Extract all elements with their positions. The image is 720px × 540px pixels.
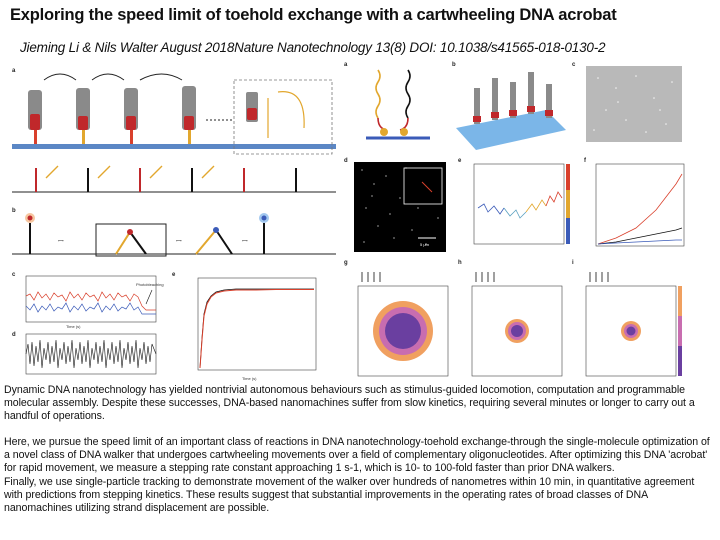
paragraph-3: Finally, we use single-particle tracking… — [4, 475, 695, 514]
zoom-inset-box — [233, 79, 333, 155]
panel-f-right-msd: f — [584, 158, 685, 247]
panel-letter-c-right: c — [572, 62, 576, 68]
paragraph-1: Dynamic DNA nanotechnology has yielded n… — [4, 384, 695, 423]
step-arrow-1 — [43, 73, 77, 81]
figure-svg: a — [12, 62, 685, 381]
panel-d-right-fluorescence: d 5 μm — [344, 158, 446, 252]
svg-text:⟷: ⟷ — [176, 238, 182, 243]
heatmap-strand-icons — [361, 272, 609, 282]
slide-title: Exploring the speed limit of toehold exc… — [10, 6, 617, 24]
citation: Jieming Li & Nils Walter August 2018Natu… — [20, 40, 606, 55]
walker-cluster-4 — [182, 86, 196, 144]
panel-b-right-surface: b — [452, 62, 566, 150]
panel-letter-c: c — [12, 272, 16, 278]
panel-letter-e-right: e — [458, 158, 462, 164]
walker-cluster-1 — [28, 90, 42, 144]
panel-letter-a-right: a — [344, 62, 348, 68]
panel-e-right-trajectory: e — [458, 158, 570, 245]
panel-e-curve: e Time (s) — [172, 272, 317, 381]
panel-i-right-heatmap: i — [572, 260, 682, 377]
panel-letter-h-right: h — [458, 260, 462, 266]
panel-c-right-micrograph: c — [572, 62, 682, 142]
walker-cluster-2 — [76, 88, 90, 144]
panel-letter-d-right: d — [344, 158, 348, 164]
svg-text:⟷: ⟷ — [242, 238, 248, 243]
walker-cluster-3 — [124, 88, 138, 144]
panel-letter-g-right: g — [344, 260, 348, 266]
step-arrow-3 — [139, 73, 183, 81]
panel-letter-b: b — [12, 208, 16, 214]
rail-bar — [12, 144, 336, 149]
abstract-text: Dynamic DNA nanotechnology has yielded n… — [4, 384, 714, 515]
panel-a-walker-diagram: a — [12, 68, 336, 155]
paragraph-2: Here, we pursue the speed limit of an im… — [4, 436, 710, 475]
panel-a-strand-schematic — [12, 165, 336, 193]
panel-letter-e: e — [172, 272, 176, 278]
panel-letter-a: a — [12, 68, 16, 74]
panel-b-mechanism: b ⟷ ⟷ ⟷ — [12, 208, 336, 257]
photobleaching-label: Photobleaching — [136, 282, 164, 287]
scale-bar-label: 5 μm — [420, 242, 430, 247]
panel-h-right-heatmap: h — [458, 260, 563, 377]
step-arrow-2 — [91, 73, 125, 81]
panel-g-right-heatmap: g — [344, 260, 449, 377]
panel-a-right-strands: a — [344, 62, 430, 140]
time-axis-label-e: Time (s) — [242, 376, 257, 381]
time-axis-label-c: Time (s) — [66, 324, 81, 329]
svg-text:⟷: ⟷ — [58, 238, 64, 243]
panel-letter-d: d — [12, 332, 16, 338]
panel-letter-i-right: i — [572, 260, 574, 266]
panel-d-trace: d — [12, 332, 157, 375]
panel-letter-b-right: b — [452, 62, 456, 68]
panel-c-trace: c Photobleaching Time (s) — [12, 272, 164, 329]
panel-letter-f-right: f — [584, 158, 587, 164]
figure-panel: a — [6, 58, 690, 384]
